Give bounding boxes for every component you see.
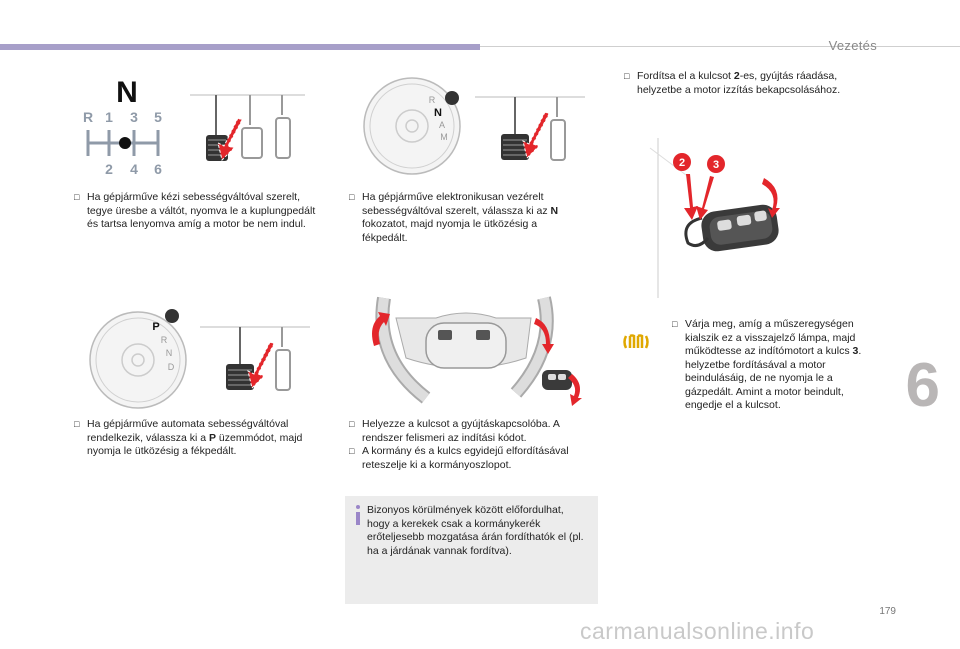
info-icon-dot	[356, 505, 360, 509]
gear-label: 4	[130, 161, 138, 177]
dial-letter: D	[168, 362, 175, 372]
press-arrow-icon	[247, 341, 275, 389]
turn-arrow-icon	[684, 174, 698, 220]
bullet-marker-icon: □	[349, 192, 355, 202]
header-rule	[480, 46, 960, 47]
info-icon	[356, 512, 360, 525]
electronic-gear-dial: R N A M	[363, 77, 461, 175]
glow-plug-warning-lamp-icon	[620, 330, 660, 354]
pedals-brake-illustration-2	[200, 326, 310, 391]
gear-label: 5	[154, 109, 162, 125]
chapter-number: 6	[905, 351, 940, 420]
bullet-marker-icon: □	[349, 419, 355, 429]
bullet-wait-warning-lamp: □ Várja meg, amíg a műszeregységen kials…	[672, 318, 862, 411]
accelerator-pedal	[550, 119, 566, 161]
page-number: 179	[879, 606, 896, 617]
bullet-marker-icon: □	[74, 192, 80, 202]
bullet-marker-icon: □	[672, 319, 678, 329]
bullet-marker-icon: □	[74, 419, 80, 429]
dial-letter: P	[152, 321, 159, 333]
bullet-automatic-gearbox: □ Ha gépjárműve automata sebességváltóva…	[74, 418, 303, 457]
pedals-clutch-illustration	[190, 94, 305, 161]
bullet-marker-icon: □	[349, 446, 355, 456]
gear-label: 6	[154, 161, 162, 177]
bullet-marker-icon: □	[624, 71, 630, 81]
accelerator-pedal	[275, 349, 291, 391]
rotate-arrow-icon	[568, 374, 582, 406]
rotate-arrow-icon	[762, 178, 780, 218]
section-title: Vezetés	[828, 38, 877, 53]
key-ignition-illustration: 2 3	[649, 138, 780, 298]
brake-pedal	[241, 127, 263, 159]
bullet-turn-key: □ Fordítsa el a kulcsot 2-es, gyújtás rá…	[624, 70, 841, 96]
key-position-3-badge	[707, 155, 725, 173]
gear-letter-n: N	[116, 76, 138, 109]
gear-label: R	[83, 109, 93, 125]
pedals-brake-illustration-1	[475, 96, 585, 161]
bullet-electronic-gearbox: □ Ha gépjárműve elektronikusan vezérelt …	[349, 191, 559, 244]
press-arrow-icon	[217, 117, 243, 161]
gear-knob	[445, 91, 459, 105]
gear-knob	[165, 309, 179, 323]
gear-knob-neutral	[119, 137, 131, 149]
turn-arrow-icon	[696, 176, 714, 220]
rotate-arrow-icon	[534, 318, 554, 354]
dial-letter: N	[434, 107, 442, 119]
bullet-insert-key: □ Helyezze a kulcsot a gyújtáskapcsolóba…	[349, 418, 560, 444]
key-position-label: 3	[713, 159, 719, 171]
gear-label: 1	[105, 109, 113, 125]
steering-wheel-illustration	[372, 296, 582, 406]
watermark: carmanualsonline.info	[580, 618, 815, 644]
automatic-gear-dial: P R N D	[89, 309, 187, 409]
rotate-arrow-icon	[372, 312, 390, 346]
dial-letter: N	[166, 348, 173, 358]
dial-letter: R	[429, 95, 436, 105]
key-position-label: 2	[679, 157, 685, 169]
bullet-manual-gearbox: □ Ha gépjárműve kézi sebességváltóval sz…	[74, 191, 316, 230]
info-text: Bizonyos körülmények között előfordulhat…	[367, 504, 584, 557]
dial-letter: A	[439, 120, 445, 130]
gear-label: 3	[130, 109, 138, 125]
dial-letter: R	[161, 335, 168, 345]
header-accent-bar	[0, 44, 480, 50]
key-position-2-badge	[673, 153, 691, 171]
gear-label: 2	[105, 161, 113, 177]
info-box: Bizonyos körülmények között előfordulhat…	[345, 496, 598, 604]
manual-gear-diagram: N R 1 3 5 2 4 6	[83, 76, 162, 177]
press-arrow-icon	[522, 111, 550, 159]
accelerator-pedal	[275, 117, 291, 159]
dial-letter: M	[440, 132, 448, 142]
bullet-unlock-steering: □ A kormány és a kulcs egyidejű elfordít…	[349, 445, 569, 471]
